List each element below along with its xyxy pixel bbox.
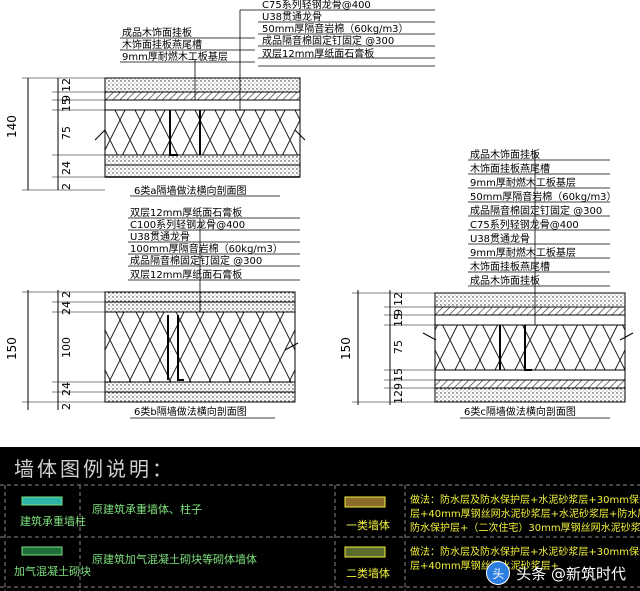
b-label-3: U38贯通龙骨 bbox=[130, 230, 190, 243]
legend-swatch-1 bbox=[21, 496, 63, 506]
legend-right-2-name: 二类墙体 bbox=[346, 567, 390, 580]
a-label-3: 50mm厚隔音岩棉（60kg/m3） bbox=[262, 22, 409, 35]
a-label-2: U38贯通龙骨 bbox=[262, 10, 322, 23]
b-dim-4: 24 bbox=[60, 382, 73, 396]
a-dim-5: 24 bbox=[60, 161, 73, 175]
legend-right-1-name: 一类墙体 bbox=[346, 519, 390, 532]
c-label-7: U38贯通龙骨 bbox=[470, 232, 530, 245]
b-label-1: 双层12mm厚纸面石膏板 bbox=[130, 206, 242, 219]
legend-row-2-name: 加气混凝土砌块 bbox=[14, 565, 91, 578]
c-dim-6: 9 bbox=[392, 383, 405, 390]
b-label-2: C100系列轻钢龙骨@400 bbox=[130, 218, 245, 231]
watermark: 头 头条 @新筑时代 bbox=[486, 561, 626, 585]
a-label-5: 双层12mm厚纸面石膏板 bbox=[262, 47, 374, 60]
legend-row-1-name: 建筑承重墙柱 bbox=[20, 515, 86, 528]
c-label-9: 木饰面挂板燕尾槽 bbox=[470, 260, 550, 273]
legend-right-2-desc-1: 做法：防水层及防水保护层+水泥砂浆层+30mm保温 bbox=[410, 547, 640, 558]
c-dim-5: 15 bbox=[392, 368, 405, 382]
a-label-4: 成品隔音棉固定钉固定 @300 bbox=[262, 34, 394, 47]
section-b: 双层12mm厚纸面石膏板 C100系列轻钢龙骨@400 U38贯通龙骨 100m… bbox=[5, 206, 300, 419]
b-dim-1: 2 bbox=[60, 291, 73, 298]
c-label-1: 成品木饰面挂板 bbox=[470, 148, 540, 161]
a-dim-total: 140 bbox=[5, 115, 19, 138]
a-left-label-2: 木饰面挂板燕尾槽 bbox=[122, 38, 202, 51]
c-label-2: 木饰面挂板燕尾槽 bbox=[470, 162, 550, 175]
wall-legend-panel: 墙体图例说明： 建筑承重墙柱 原建筑承重墙体、柱子 加气混凝土砌块 原建筑加气混… bbox=[0, 447, 640, 591]
b-dim-2: 24 bbox=[60, 301, 73, 315]
c-dim-4: 75 bbox=[392, 340, 405, 354]
legend-grid bbox=[0, 484, 640, 591]
legend-swatch-2 bbox=[21, 546, 63, 556]
b-caption: 6类b隔墙做法横向剖面图 bbox=[134, 405, 247, 418]
legend-row-1-desc: 原建筑承重墙体、柱子 bbox=[92, 503, 202, 516]
b-dim-3: 100 bbox=[60, 337, 73, 358]
a-caption: 6类a隔墙做法横向剖面图 bbox=[134, 184, 247, 197]
toutiao-logo-icon: 头 bbox=[486, 561, 511, 585]
c-label-4: 50mm厚隔音岩棉（60kg/m3） bbox=[470, 190, 617, 203]
legend-swatch-4 bbox=[344, 546, 386, 558]
c-label-10: 成品木饰面挂板 bbox=[470, 274, 540, 287]
section-c: 成品木饰面挂板 木饰面挂板燕尾槽 9mm厚耐燃木工板基层 50mm厚隔音岩棉（6… bbox=[339, 148, 634, 419]
c-dim-2: 9 bbox=[392, 309, 405, 316]
c-dim-total: 150 bbox=[339, 337, 353, 360]
a-dim-2: 9 bbox=[60, 95, 73, 102]
b-label-4: 100mm厚隔音岩棉（60kg/m3） bbox=[130, 242, 283, 255]
b-dim-total: 150 bbox=[5, 337, 19, 360]
legend-right-1-desc-1: 做法：防水层及防水保护层+水泥砂浆层+30mm保温 bbox=[410, 495, 640, 506]
a-left-label-3: 9mm厚耐燃木工板基层 bbox=[122, 50, 228, 63]
c-label-8: 9mm厚耐燃木工板基层 bbox=[470, 246, 576, 259]
a-dim-1: 12 bbox=[60, 78, 73, 92]
legend-title: 墙体图例说明： bbox=[14, 457, 175, 481]
c-dim-3: 15 bbox=[392, 313, 405, 327]
b-label-6: 双层12mm厚纸面石膏板 bbox=[130, 268, 242, 281]
b-label-5: 成品隔音棉固定钉固定 @300 bbox=[130, 254, 262, 267]
legend-row-2-desc: 原建筑加气混凝土砌块等砌体墙体 bbox=[92, 553, 257, 566]
a-dim-3: 15 bbox=[60, 98, 73, 112]
section-drawings: C75系列轻钢龙骨@400 U38贯通龙骨 50mm厚隔音岩棉（60kg/m3）… bbox=[5, 0, 634, 419]
a-dim-6: 2 bbox=[60, 183, 73, 190]
legend-right-2-desc-2: 层+40mm厚钢丝网水泥砂浆层+ bbox=[410, 561, 559, 572]
c-label-5: 成品隔音棉固定钉固定 @300 bbox=[470, 204, 602, 217]
c-dim-1: 12 bbox=[392, 292, 405, 306]
a-left-label-1: 成品木饰面挂板 bbox=[122, 26, 192, 39]
c-label-3: 9mm厚耐燃木工板基层 bbox=[470, 176, 576, 189]
legend-right-1-desc-2: 层+40mm厚钢丝网水泥砂浆层+水泥砂浆层+防水层及 bbox=[410, 509, 640, 520]
c-dim-7: 12 bbox=[392, 390, 405, 404]
a-dim-4: 75 bbox=[60, 126, 73, 140]
b-dim-5: 2 bbox=[60, 403, 73, 410]
legend-swatch-3 bbox=[344, 496, 386, 508]
a-label-1: C75系列轻钢龙骨@400 bbox=[262, 0, 371, 11]
section-a: C75系列轻钢龙骨@400 U38贯通龙骨 50mm厚隔音岩棉（60kg/m3）… bbox=[5, 0, 435, 197]
watermark-text: 头条 @新筑时代 bbox=[516, 564, 626, 583]
c-label-6: C75系列轻钢龙骨@400 bbox=[470, 218, 579, 231]
legend-right-1-desc-3: 防水保护层+（二次住宅）30mm厚钢丝网水泥砂浆层 bbox=[410, 523, 640, 534]
c-caption: 6类c隔墙做法横向剖面图 bbox=[464, 405, 576, 418]
